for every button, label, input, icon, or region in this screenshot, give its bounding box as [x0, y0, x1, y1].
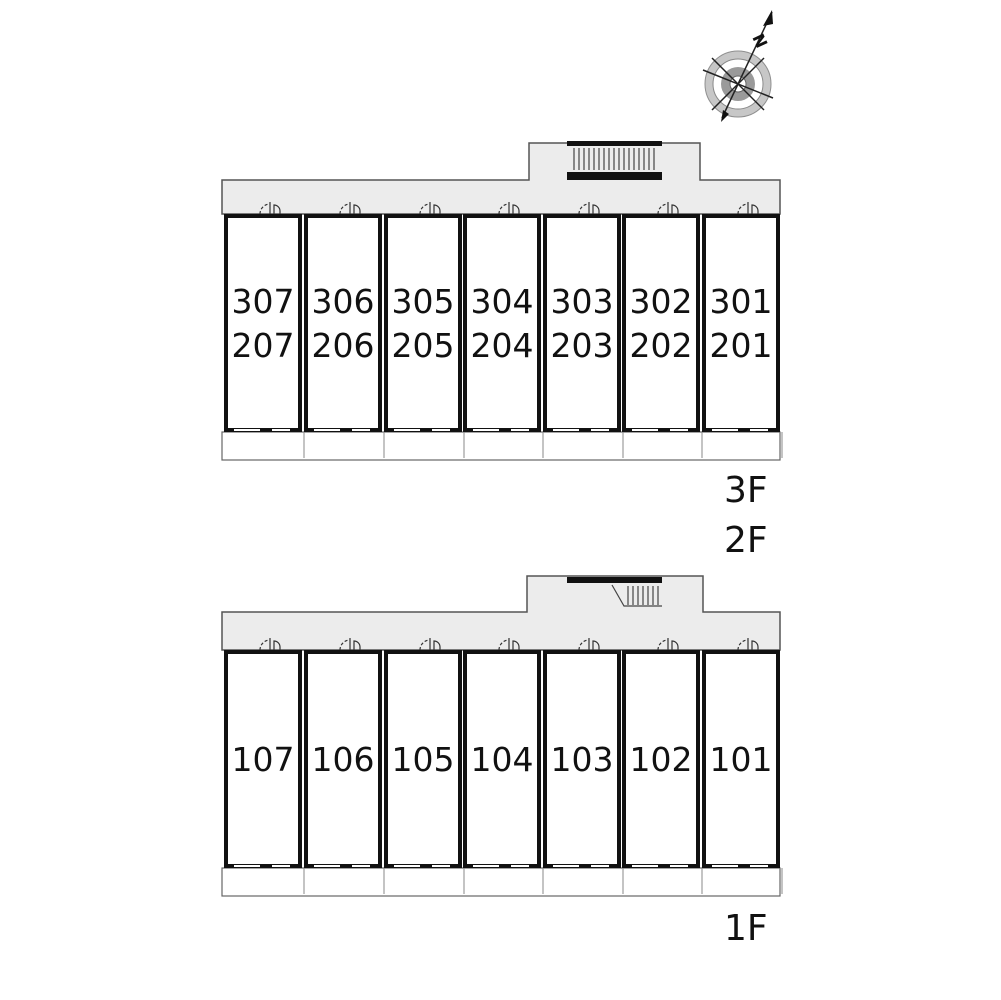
unit-room-outline [224, 650, 302, 868]
upper-corridor [221, 142, 781, 215]
unit-number-upper: 301 [710, 282, 773, 321]
unit-101: 101 [702, 638, 783, 894]
door-icon [339, 638, 361, 651]
unit-room-outline [224, 214, 302, 432]
upper-balcony-strip [221, 431, 781, 461]
unit-room-outline [702, 214, 780, 432]
unit-room-outline [463, 650, 541, 868]
door-icon [737, 638, 759, 651]
unit-room-outline [304, 214, 382, 432]
unit-103: 103 [543, 638, 624, 894]
unit-room-outline [622, 214, 700, 432]
door-icon [578, 202, 600, 215]
door-icon [419, 638, 441, 651]
unit-room-outline [543, 214, 621, 432]
unit-number-lower: 207 [232, 326, 295, 365]
unit-room-outline [622, 650, 700, 868]
unit-number-lower: 203 [551, 326, 614, 365]
unit-107: 107 [224, 638, 305, 894]
door-icon [657, 638, 679, 651]
ground-floor-block: 107 106 105 104 103 102 101 1F [221, 575, 783, 949]
compass-north-label: N [748, 31, 771, 51]
unit-105: 105 [384, 638, 465, 894]
door-icon [578, 638, 600, 651]
upper-floor-block: 3072073062063052053042043032033022023012… [221, 141, 783, 561]
unit-number-upper: 306 [312, 282, 375, 321]
unit-number-upper: 304 [471, 282, 534, 321]
floor-label-2f: 2F [724, 520, 768, 561]
unit-number-lower: 204 [471, 326, 534, 365]
unit-room-outline [543, 650, 621, 868]
unit-number: 106 [312, 740, 375, 779]
unit-number-lower: 202 [630, 326, 693, 365]
unit-number: 107 [232, 740, 295, 779]
unit-number: 104 [471, 740, 534, 779]
upper-staircase [567, 141, 662, 180]
unit-106: 106 [304, 638, 385, 894]
north-arrow-icon: N [702, 10, 774, 122]
unit-number: 102 [630, 740, 693, 779]
unit-number: 105 [392, 740, 455, 779]
unit-102: 102 [622, 638, 703, 894]
door-icon [259, 638, 281, 651]
unit-room-outline [384, 214, 462, 432]
floor-label-3f: 3F [724, 470, 768, 511]
door-icon [737, 202, 759, 215]
door-icon [259, 202, 281, 215]
door-icon [339, 202, 361, 215]
unit-number-lower: 205 [392, 326, 455, 365]
unit-number-lower: 201 [710, 326, 773, 365]
unit-number-upper: 302 [630, 282, 693, 321]
door-icon [419, 202, 441, 215]
door-icon [498, 202, 520, 215]
lower-staircase [567, 577, 662, 607]
unit-104: 104 [463, 638, 544, 894]
unit-room-outline [702, 650, 780, 868]
lower-balcony-strip [221, 867, 781, 897]
door-icon [657, 202, 679, 215]
unit-room-outline [384, 650, 462, 868]
unit-number: 101 [710, 740, 773, 779]
door-icon [498, 638, 520, 651]
lower-corridor [221, 575, 781, 651]
unit-room-outline [463, 214, 541, 432]
unit-room-outline [304, 650, 382, 868]
unit-number-upper: 307 [232, 282, 295, 321]
unit-number-upper: 305 [392, 282, 455, 321]
unit-number-lower: 206 [312, 326, 375, 365]
unit-number: 103 [551, 740, 614, 779]
unit-number-upper: 303 [551, 282, 614, 321]
floor-label-1f: 1F [724, 908, 768, 949]
